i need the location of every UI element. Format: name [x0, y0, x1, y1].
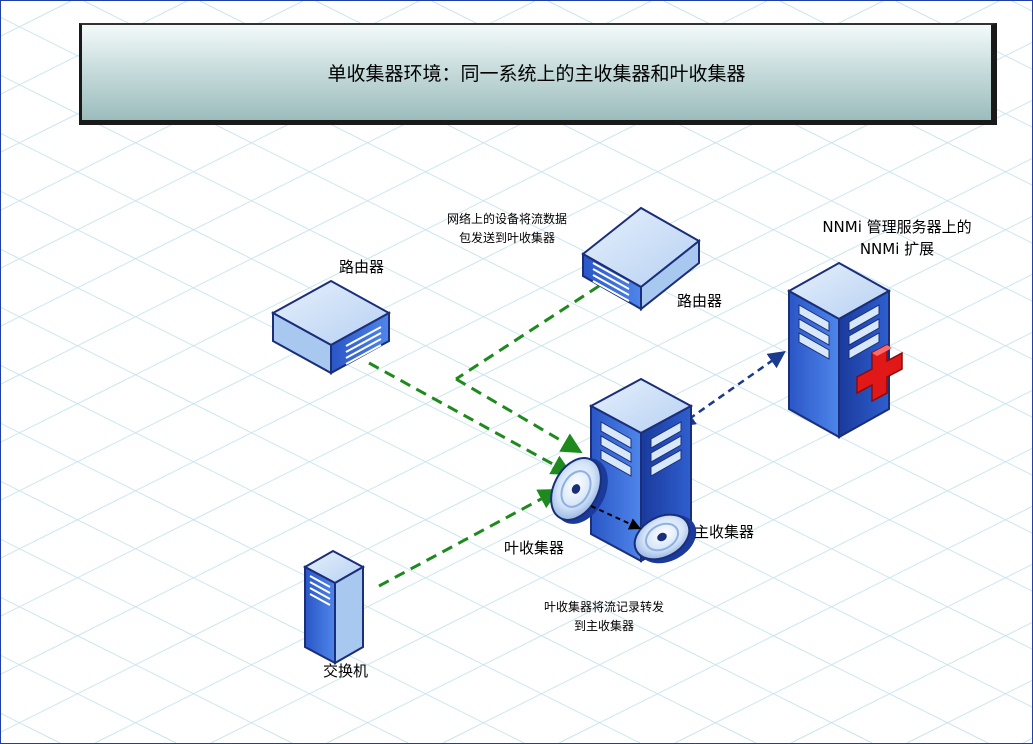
grid-line	[1, 538, 409, 743]
diagram-title: 单收集器环境：同一系统上的主收集器和叶收集器	[327, 63, 746, 85]
switch-label: 交换机	[323, 662, 369, 680]
switch-icon	[302, 549, 366, 665]
router-right-icon	[581, 206, 701, 312]
grid-line	[1, 248, 989, 743]
grid-line	[1, 364, 757, 743]
flow-arrow-router-right-2	[455, 377, 583, 454]
flow-arrows	[368, 284, 786, 588]
grid-line	[1, 596, 293, 743]
nnmi-link-arrow	[677, 350, 786, 428]
grid-line	[326, 389, 1032, 743]
master-collector-label: 主收集器	[694, 523, 755, 541]
nnmi-label-line2: NNMi 扩展	[859, 240, 935, 258]
grid-line	[442, 447, 1032, 743]
forward-note-line1: 叶收集器将流记录转发	[543, 600, 664, 614]
flow-arrow-router-right	[455, 284, 600, 381]
nnmi-server-icon	[786, 261, 892, 439]
nnmi-label-line1: NNMi 管理服务器上的	[822, 218, 972, 236]
forward-note: 叶收集器将流记录转发 到主收集器	[519, 598, 689, 636]
master-collector-disc-icon	[633, 513, 697, 564]
grid-line	[1, 1, 304, 153]
grid-line	[1, 480, 525, 743]
nnmi-label: NNMi 管理服务器上的 NNMi 扩展	[797, 216, 997, 260]
grid-line	[779, 1, 1032, 128]
grid-line	[210, 331, 1032, 743]
devices-note-line1: 网络上的设备将流数据	[446, 212, 567, 226]
grid-line	[674, 563, 1032, 743]
medical-cross-icon	[856, 343, 903, 403]
forward-note-line2: 到主收集器	[573, 619, 634, 633]
grid-line	[1, 422, 641, 743]
devices-note-line2: 包发送到叶收集器	[458, 231, 555, 245]
grid-line	[558, 505, 1032, 743]
router-left-icon	[270, 279, 392, 375]
leaf-collector-label: 叶收集器	[504, 539, 565, 557]
devices-note: 网络上的设备将流数据 包发送到叶收集器	[422, 210, 592, 248]
router-left-label: 路由器	[339, 258, 385, 276]
router-right-label: 路由器	[677, 292, 723, 310]
flow-arrow-router-left	[368, 361, 573, 476]
grid-line	[1, 306, 873, 743]
flow-arrow-switch	[378, 489, 560, 588]
title-banner: 单收集器环境：同一系统上的主收集器和叶收集器	[79, 23, 997, 125]
